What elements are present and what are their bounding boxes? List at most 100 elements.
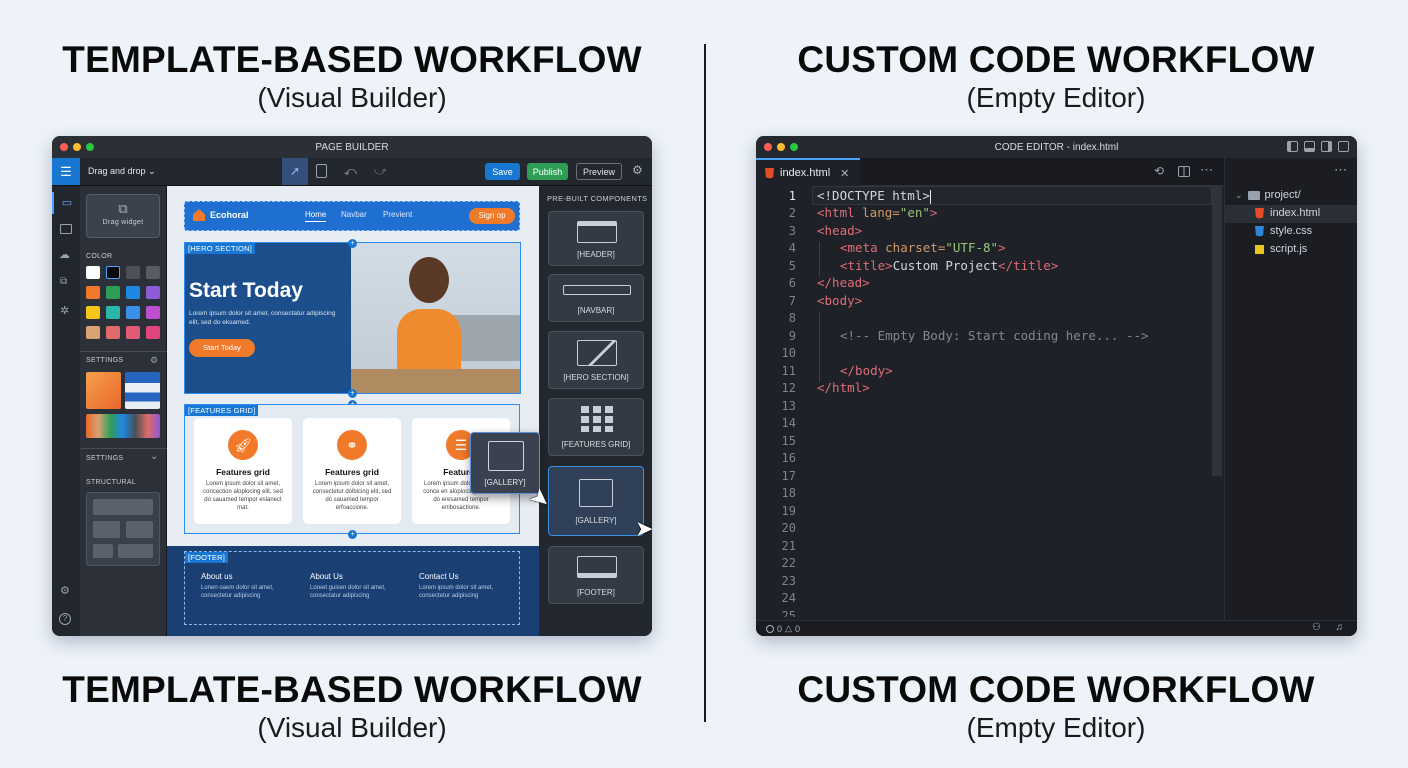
add-section-icon[interactable]: + [348,389,357,398]
color-swatch[interactable] [86,326,100,339]
drag-widget[interactable]: ⧉ Drag widget [86,194,160,238]
code-line[interactable]: <html lang="en"> [817,205,937,220]
maximize-dot[interactable] [86,143,94,151]
layout-controls [1287,141,1349,152]
drag-ghost-gallery[interactable]: [GALLERY] [470,432,540,494]
save-button[interactable]: Save [485,163,520,180]
chevron-down-icon[interactable]: ⌄ [150,451,159,462]
code-line[interactable]: </body> [840,363,893,378]
editor-scrollbar[interactable] [1212,186,1222,476]
page-icon[interactable] [316,164,327,178]
tab-index-html[interactable]: index.html ✕ [756,158,860,186]
color-swatch[interactable] [126,306,140,319]
panel-toggle-icon[interactable] [1304,141,1315,152]
more-actions-icon[interactable]: ⋯ [1334,162,1347,177]
undo-icon[interactable]: ⤺ [344,164,357,178]
feature-card[interactable]: 🚀︎ Features grid Lorem ipsum dolor sit a… [194,418,292,524]
settings-gear-icon[interactable]: ⚙ [150,355,159,365]
hero-button[interactable]: Start Today [189,339,255,357]
color-swatch[interactable] [126,326,140,339]
component-navbar[interactable]: [NAVBAR] [548,274,644,322]
signup-button[interactable]: Sign op [469,208,515,224]
feature-card[interactable]: ⚭ Features grid Lorem ipsum dolor sit am… [303,418,401,524]
settings-icon[interactable]: ⚙ [60,585,70,597]
color-swatch[interactable] [86,286,100,299]
code-token: </title> [998,258,1059,273]
compare-icon[interactable]: ⟲ [1154,164,1165,178]
plugins-icon[interactable]: ✲ [60,305,70,317]
rocket-icon: 🚀︎ [228,430,258,460]
color-swatch[interactable] [146,326,160,339]
color-swatch[interactable] [86,306,100,319]
code-line[interactable]: <title>Custom Project</title> [840,258,1058,273]
split-editor-icon[interactable] [1178,166,1190,177]
code-line[interactable]: </head> [817,275,870,290]
code-line[interactable]: <!DOCTYPE html> [817,188,931,204]
structural-layouts[interactable] [86,492,160,566]
close-tab-icon[interactable]: ✕ [840,167,850,180]
preview-button[interactable]: Preview [576,163,622,180]
code-line[interactable]: <meta charset="UTF-8"> [840,240,1006,255]
code-line[interactable]: <head> [817,223,863,238]
add-section-icon[interactable]: + [348,530,357,539]
code-line[interactable]: <!-- Empty Body: Start coding here... --… [840,328,1149,343]
bell-icon[interactable]: ♫ [1335,622,1344,633]
publish-button[interactable]: Publish [527,163,568,180]
preset-mosaic[interactable] [86,414,160,438]
minimize-dot[interactable] [73,143,81,151]
component-footer[interactable]: [FOOTER] [548,546,644,604]
mode-dropdown[interactable]: Drag and drop ⌄ [88,166,156,177]
customize-layout-icon[interactable] [1338,141,1349,152]
menu-icon[interactable]: ☰ [52,158,80,185]
site-header[interactable]: Ecohoral Home Navbar Previent Sign op [184,201,520,231]
add-section-icon[interactable]: + [348,239,357,248]
nav-previent[interactable]: Previent [383,210,413,219]
color-swatch[interactable] [106,326,120,339]
more-actions-icon[interactable]: ⋯ [1200,162,1213,177]
component-gallery[interactable]: [GALLERY] [548,466,644,536]
minimize-dot[interactable] [777,143,785,151]
preset-orange[interactable] [86,372,121,409]
code-line[interactable]: <body> [817,293,863,308]
pointer-tool-icon[interactable]: ➚ [282,158,308,185]
component-header[interactable]: [HEADER] [548,211,644,266]
color-swatch[interactable] [86,266,100,279]
file-index-html[interactable]: index.html [1255,207,1320,219]
footer-col-title: About Us [310,572,343,581]
sidebar-toggle-icon[interactable] [1287,141,1298,152]
color-swatch[interactable] [126,266,140,279]
close-dot[interactable] [764,143,772,151]
gear-icon[interactable]: ⚙ [632,163,643,177]
nav-home[interactable]: Home [305,210,327,222]
problems-indicator[interactable]: 0 △ 0 [766,623,800,634]
color-swatch[interactable] [106,266,120,279]
pages-icon[interactable] [60,224,72,234]
account-icon[interactable]: ⚇ [1312,622,1321,633]
secondary-sidebar-icon[interactable] [1321,141,1332,152]
color-swatch[interactable] [146,306,160,319]
redo-icon[interactable]: ⤻ [374,164,387,178]
file-script-js[interactable]: script.js [1255,243,1307,255]
line-number: 10 [781,346,796,360]
tab-bar: index.html ✕ ⟲ ⋯ [756,158,1224,186]
folder-project[interactable]: ⌄ project/ [1235,189,1301,201]
nav-navbar[interactable]: Navbar [341,210,367,219]
color-swatch[interactable] [146,286,160,299]
preset-blue[interactable] [125,372,160,409]
maximize-dot[interactable] [790,143,798,151]
file-style-css[interactable]: style.css [1255,225,1312,237]
code-line[interactable]: </html> [817,380,870,395]
site-footer[interactable]: [FOOTER] About us Lonen oaem dolor sit a… [184,551,520,625]
components-icon[interactable]: ⧉ [60,276,68,287]
component-hero-section[interactable]: [HERO SECTION] [548,331,644,389]
help-icon[interactable]: ? [59,613,71,625]
close-dot[interactable] [60,143,68,151]
hero-section[interactable]: [HERO SECTION] Start Today Lorem ipsum d… [184,242,521,394]
cloud-icon[interactable]: ☁ [59,249,70,261]
component-features-grid[interactable]: [FEATURES GRID] [548,398,644,456]
color-swatch[interactable] [106,286,120,299]
layout-icon[interactable]: ▭ [52,192,80,214]
color-swatch[interactable] [106,306,120,319]
color-swatch[interactable] [146,266,160,279]
color-swatch[interactable] [126,286,140,299]
